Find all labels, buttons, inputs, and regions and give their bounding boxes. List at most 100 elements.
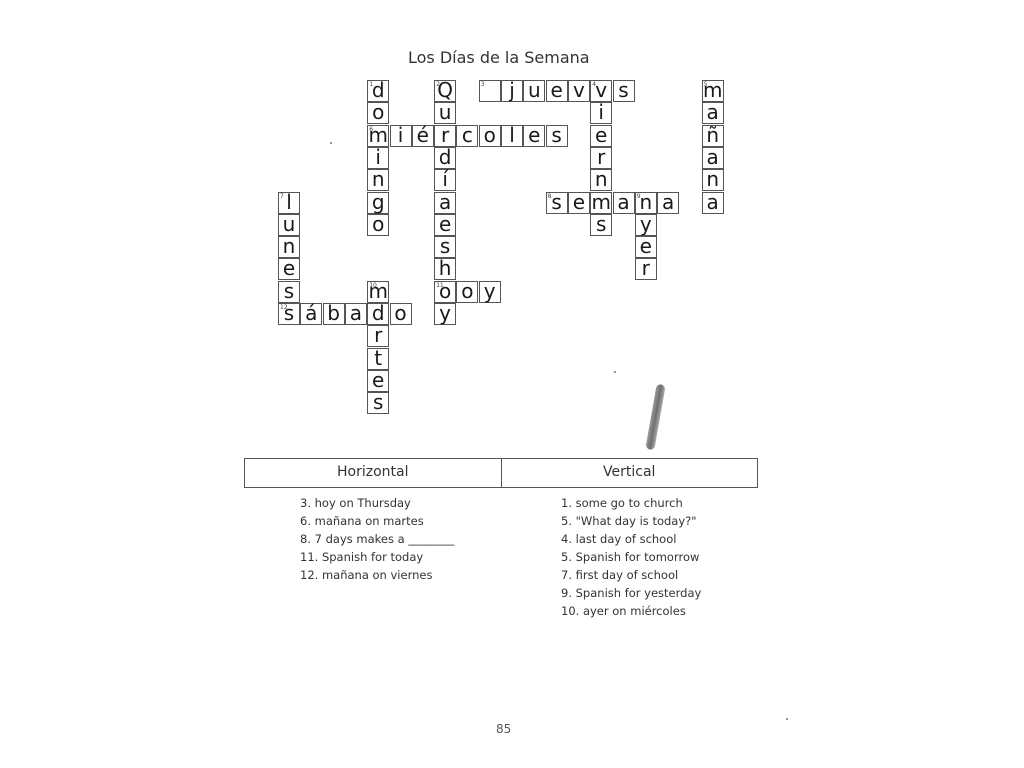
crossword-cell: n bbox=[701, 169, 724, 192]
crossword-cell: m bbox=[590, 189, 613, 214]
crossword-cell: á bbox=[300, 303, 323, 325]
crossword-cell: e bbox=[545, 80, 568, 102]
clue-number: 11 bbox=[436, 281, 444, 289]
across-header: Horizontal bbox=[337, 464, 409, 480]
crossword-cell: s bbox=[434, 236, 457, 259]
crossword-cell: v bbox=[567, 80, 590, 102]
across-clue-list: 3. hoy on Thursday 6. mañana on martes 8… bbox=[300, 494, 454, 584]
crossword-cell: e bbox=[367, 369, 390, 392]
crossword-cell: r bbox=[590, 146, 613, 169]
crossword-cell: m bbox=[367, 122, 390, 147]
down-clue: 5. Spanish for tomorrow bbox=[561, 550, 700, 564]
crossword-cell: í bbox=[434, 169, 457, 192]
down-clue: 9. Spanish for yesterday bbox=[561, 586, 702, 600]
crossword-cell: s bbox=[612, 80, 635, 102]
crossword-cell: y bbox=[634, 213, 657, 236]
crossword-cell: y bbox=[478, 280, 501, 303]
crossword-cell: u bbox=[278, 213, 300, 236]
clue-number: 4 bbox=[592, 81, 597, 88]
clue-number: 7 bbox=[280, 192, 284, 200]
paper-speck bbox=[614, 371, 616, 373]
crossword-cell bbox=[478, 80, 501, 102]
clue-number: 12 bbox=[280, 304, 288, 311]
crossword-cell: o bbox=[389, 303, 412, 325]
crossword-cell: l bbox=[501, 124, 523, 147]
crossword-cell: i bbox=[389, 124, 412, 147]
crossword-cell: d bbox=[367, 80, 390, 102]
crossword-cell: a bbox=[657, 191, 680, 214]
crossword-cell: n bbox=[634, 191, 657, 214]
crossword-cell: a bbox=[701, 146, 724, 169]
crossword-cell: s bbox=[278, 280, 300, 303]
crossword-cell: a bbox=[612, 191, 635, 214]
crossword-cell: o bbox=[456, 280, 479, 303]
crossword-cell: t bbox=[367, 347, 390, 370]
crossword-cell: a bbox=[344, 303, 367, 325]
crossword-cell: e bbox=[523, 124, 546, 147]
crossword-cell: n bbox=[367, 169, 390, 192]
crossword-cell: u bbox=[523, 80, 546, 102]
crossword-cell: m bbox=[367, 278, 390, 303]
crossword-cell: ñ bbox=[701, 124, 724, 147]
crossword-cell: n bbox=[278, 236, 300, 259]
clue-header-box: Horizontal Vertical bbox=[244, 458, 758, 488]
worksheet-title: Los Días de la Semana bbox=[408, 48, 590, 67]
crossword-cell: h bbox=[434, 258, 457, 281]
down-clue-list: 1. some go to church 5. "What day is tod… bbox=[561, 494, 701, 620]
crossword-cell: r bbox=[367, 325, 390, 348]
crossword-cell: n bbox=[590, 169, 613, 192]
crossword-cell: y bbox=[434, 303, 457, 325]
crossword-cell: d bbox=[367, 303, 390, 325]
crossword-cell: s bbox=[278, 303, 300, 325]
across-clue: 11. Spanish for today bbox=[300, 550, 424, 564]
clue-number: 3 bbox=[480, 81, 485, 88]
crossword-cell: s bbox=[367, 392, 390, 415]
crossword-cell: j bbox=[501, 80, 523, 102]
crossword-cell: l bbox=[278, 191, 300, 214]
down-header: Vertical bbox=[500, 459, 758, 487]
crossword-cell: i bbox=[367, 146, 390, 169]
crossword-cell: v bbox=[590, 80, 613, 102]
crossword-cell: r bbox=[434, 124, 457, 147]
across-clue: 8. 7 days makes a ________ bbox=[300, 532, 455, 546]
crossword-cell: b bbox=[322, 303, 345, 325]
down-clue: 5. "What day is today?" bbox=[561, 514, 697, 528]
crossword-cell: o bbox=[367, 102, 390, 125]
clue-number: 5 bbox=[703, 81, 708, 88]
across-clue: 12. mañana on viernes bbox=[300, 568, 433, 582]
paper-speck bbox=[330, 142, 332, 144]
crossword-cell: a bbox=[701, 191, 724, 214]
crossword-cell: i bbox=[590, 102, 613, 125]
down-clue: 1. some go to church bbox=[561, 496, 683, 510]
crossword-cell: d bbox=[434, 146, 457, 169]
crossword-cell: a bbox=[701, 102, 724, 125]
crossword-cell: é bbox=[411, 124, 434, 147]
crossword-cell: r bbox=[634, 258, 657, 281]
crossword-cell: g bbox=[367, 191, 390, 214]
crossword-cell: e bbox=[567, 191, 590, 214]
clue-number: 9 bbox=[636, 192, 641, 200]
across-clue: 3. hoy on Thursday bbox=[300, 496, 411, 510]
crossword-cell: u bbox=[434, 102, 457, 125]
crossword-cell: o bbox=[478, 124, 501, 147]
crossword-cell: c bbox=[456, 124, 479, 147]
crossword-cell: o bbox=[367, 213, 390, 236]
pencil-smudge bbox=[645, 383, 666, 451]
crossword-cell: Q bbox=[434, 80, 457, 102]
crossword-cell: e bbox=[278, 258, 300, 281]
crossword-cell: s bbox=[545, 191, 568, 214]
crossword-cell: o bbox=[434, 280, 457, 303]
across-clue: 6. mañana on martes bbox=[300, 514, 424, 528]
crossword-cell: s bbox=[545, 124, 568, 147]
paper-speck bbox=[786, 718, 788, 720]
clue-number: 6 bbox=[369, 125, 374, 133]
clue-number: 2 bbox=[436, 81, 440, 88]
clue-number: 1 bbox=[369, 81, 374, 88]
down-clue: 10. ayer on miércoles bbox=[561, 604, 686, 618]
down-clue: 7. first day of school bbox=[561, 568, 679, 582]
down-clue: 4. last day of school bbox=[561, 532, 677, 546]
clue-number: 8 bbox=[547, 192, 552, 200]
crossword-cell: m bbox=[701, 78, 724, 102]
page-number: 85 bbox=[496, 722, 512, 736]
